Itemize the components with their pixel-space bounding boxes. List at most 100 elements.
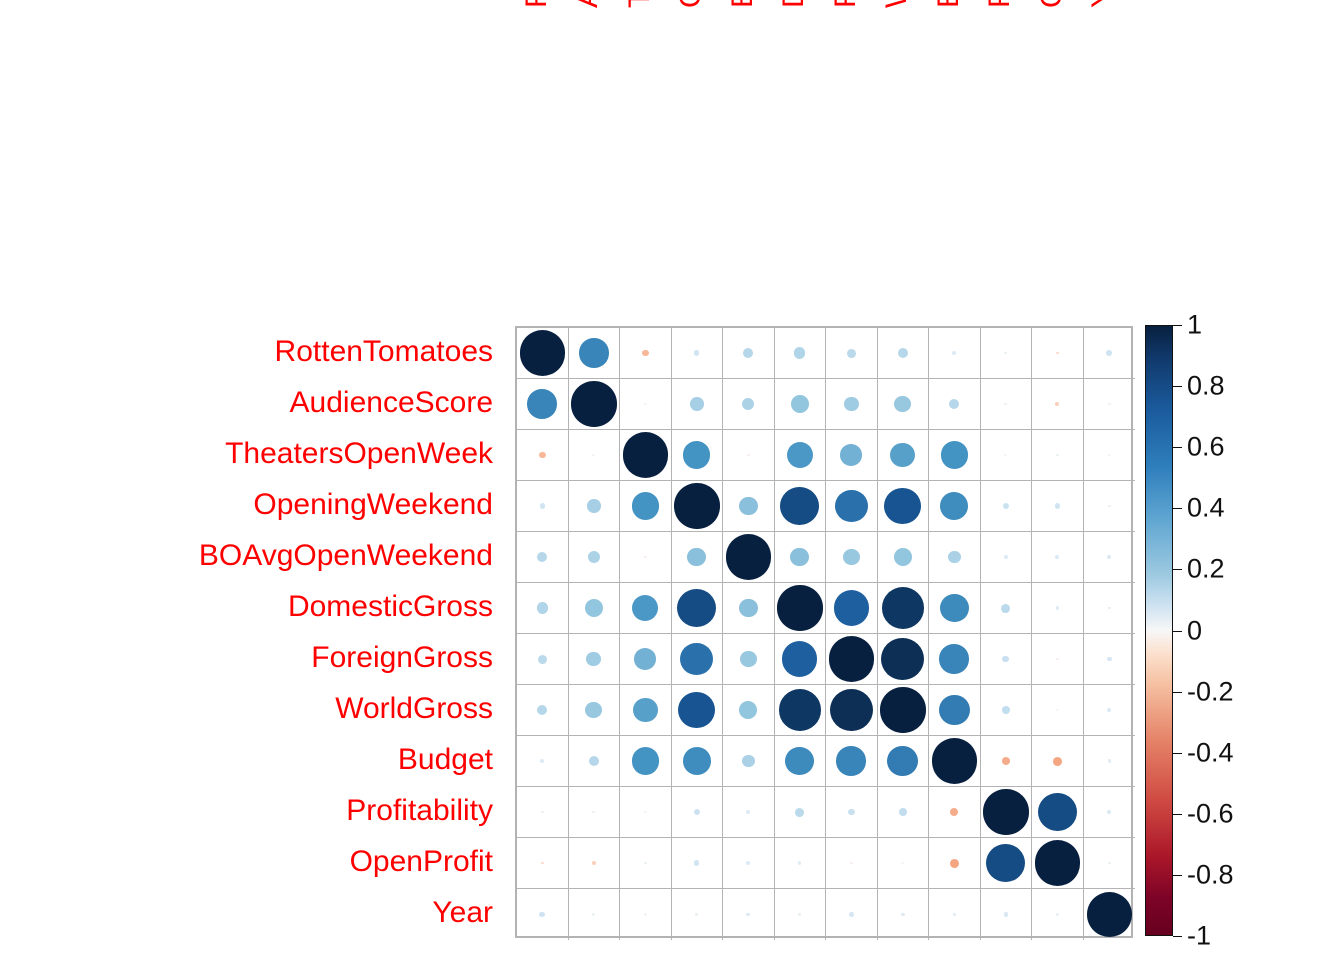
matrix-cell[interactable]: [671, 328, 723, 379]
matrix-cell[interactable]: [620, 889, 672, 940]
matrix-cell[interactable]: [671, 787, 723, 838]
matrix-cell[interactable]: [568, 328, 620, 379]
matrix-cell[interactable]: [1032, 634, 1084, 685]
matrix-cell[interactable]: [775, 889, 826, 940]
matrix-cell[interactable]: [1032, 583, 1084, 634]
matrix-cell[interactable]: [980, 838, 1032, 889]
matrix-cell[interactable]: [877, 787, 929, 838]
matrix-cell[interactable]: [1032, 328, 1084, 379]
matrix-cell[interactable]: [980, 379, 1032, 430]
matrix-cell[interactable]: [517, 685, 569, 736]
matrix-cell[interactable]: [877, 736, 929, 787]
matrix-cell[interactable]: [568, 583, 620, 634]
matrix-cell[interactable]: [980, 685, 1032, 736]
matrix-cell[interactable]: [1083, 634, 1135, 685]
matrix-cell[interactable]: [877, 685, 929, 736]
matrix-cell[interactable]: [929, 787, 981, 838]
matrix-cell[interactable]: [723, 379, 775, 430]
matrix-cell[interactable]: [568, 736, 620, 787]
matrix-cell[interactable]: [620, 379, 672, 430]
matrix-cell[interactable]: [980, 532, 1032, 583]
matrix-cell[interactable]: [981, 889, 1032, 940]
matrix-cell[interactable]: [723, 736, 775, 787]
matrix-cell[interactable]: [929, 532, 981, 583]
matrix-cell[interactable]: [774, 328, 826, 379]
matrix-cell[interactable]: [1083, 481, 1135, 532]
matrix-cell[interactable]: [620, 481, 672, 532]
matrix-cell[interactable]: [517, 430, 569, 481]
matrix-cell[interactable]: [1032, 481, 1084, 532]
matrix-cell[interactable]: [877, 532, 929, 583]
matrix-cell[interactable]: [620, 685, 672, 736]
matrix-cell[interactable]: [568, 532, 620, 583]
matrix-cell[interactable]: [774, 532, 826, 583]
matrix-cell[interactable]: [1032, 430, 1084, 481]
matrix-cell[interactable]: [671, 532, 723, 583]
matrix-cell[interactable]: [980, 583, 1032, 634]
matrix-cell[interactable]: [980, 328, 1032, 379]
matrix-cell[interactable]: [774, 787, 826, 838]
matrix-cell[interactable]: [929, 889, 981, 940]
matrix-cell[interactable]: [826, 583, 878, 634]
matrix-cell[interactable]: [671, 736, 723, 787]
matrix-cell[interactable]: [826, 685, 878, 736]
matrix-cell[interactable]: [1083, 532, 1135, 583]
matrix-cell[interactable]: [826, 634, 878, 685]
matrix-cell[interactable]: [517, 583, 569, 634]
matrix-cell[interactable]: [929, 328, 981, 379]
matrix-cell[interactable]: [1083, 583, 1135, 634]
matrix-cell[interactable]: [774, 838, 826, 889]
matrix-cell[interactable]: [877, 430, 929, 481]
matrix-cell[interactable]: [671, 685, 723, 736]
matrix-cell[interactable]: [1084, 889, 1136, 940]
matrix-cell[interactable]: [671, 583, 723, 634]
matrix-cell[interactable]: [877, 379, 929, 430]
matrix-cell[interactable]: [517, 379, 569, 430]
matrix-cell[interactable]: [826, 736, 878, 787]
matrix-cell[interactable]: [620, 838, 672, 889]
matrix-cell[interactable]: [774, 736, 826, 787]
matrix-cell[interactable]: [671, 430, 723, 481]
matrix-cell[interactable]: [826, 532, 878, 583]
matrix-cell[interactable]: [620, 736, 672, 787]
matrix-cell[interactable]: [980, 430, 1032, 481]
matrix-cell[interactable]: [568, 838, 620, 889]
matrix-cell[interactable]: [568, 430, 620, 481]
matrix-cell[interactable]: [878, 889, 929, 940]
matrix-cell[interactable]: [1032, 736, 1084, 787]
matrix-cell[interactable]: [1032, 787, 1084, 838]
matrix-cell[interactable]: [877, 634, 929, 685]
matrix-cell[interactable]: [517, 634, 569, 685]
matrix-cell[interactable]: [774, 379, 826, 430]
matrix-cell[interactable]: [620, 532, 672, 583]
matrix-cell[interactable]: [1083, 787, 1135, 838]
matrix-cell[interactable]: [774, 481, 826, 532]
matrix-cell[interactable]: [517, 328, 569, 379]
matrix-cell[interactable]: [568, 787, 620, 838]
matrix-cell[interactable]: [826, 379, 878, 430]
matrix-cell[interactable]: [620, 583, 672, 634]
matrix-cell[interactable]: [877, 838, 929, 889]
matrix-cell[interactable]: [929, 481, 981, 532]
matrix-cell[interactable]: [826, 787, 878, 838]
matrix-cell[interactable]: [929, 379, 981, 430]
matrix-cell[interactable]: [568, 481, 620, 532]
matrix-cell[interactable]: [517, 838, 569, 889]
matrix-cell[interactable]: [671, 838, 723, 889]
matrix-cell[interactable]: [671, 634, 723, 685]
matrix-cell[interactable]: [568, 634, 620, 685]
matrix-cell[interactable]: [723, 532, 775, 583]
matrix-cell[interactable]: [517, 889, 569, 940]
matrix-cell[interactable]: [1083, 838, 1135, 889]
matrix-cell[interactable]: [1083, 685, 1135, 736]
matrix-cell[interactable]: [620, 328, 672, 379]
matrix-cell[interactable]: [877, 481, 929, 532]
matrix-cell[interactable]: [929, 583, 981, 634]
matrix-cell[interactable]: [980, 787, 1032, 838]
matrix-cell[interactable]: [826, 838, 878, 889]
matrix-cell[interactable]: [929, 430, 981, 481]
matrix-cell[interactable]: [568, 685, 620, 736]
matrix-cell[interactable]: [774, 583, 826, 634]
matrix-cell[interactable]: [517, 787, 569, 838]
matrix-cell[interactable]: [723, 787, 775, 838]
